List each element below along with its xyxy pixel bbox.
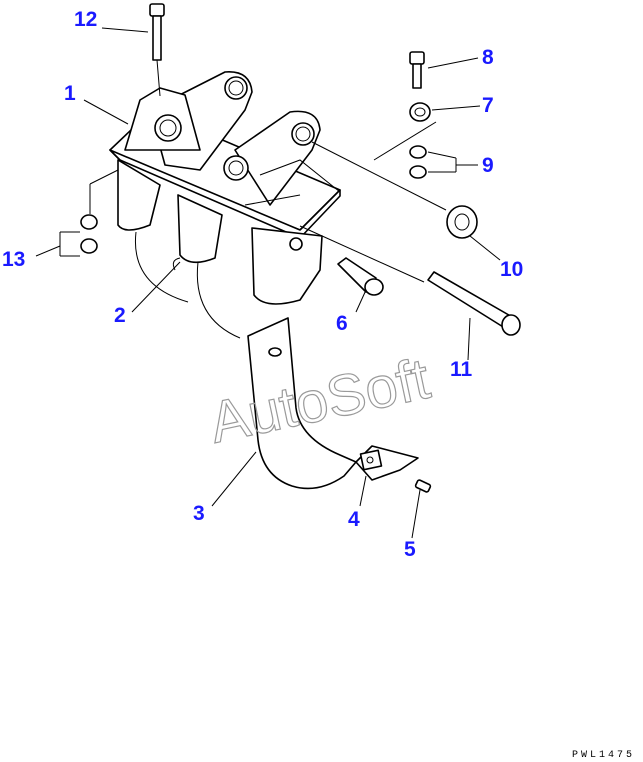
drawing-code: PWL1475 <box>572 750 635 761</box>
watermark-text: AutoSoft <box>204 346 435 456</box>
ripper-frame <box>109 71 341 305</box>
callout-11: 11 <box>450 358 473 381</box>
leader-lines <box>35 27 501 539</box>
tooth-point <box>355 445 419 481</box>
callout-12: 12 <box>74 8 97 31</box>
callout-13: 13 <box>2 248 25 271</box>
callout-labels: 12 1 8 7 9 13 10 2 6 11 3 4 5 <box>2 8 523 561</box>
nut-7 <box>409 102 431 122</box>
callout-6: 6 <box>336 312 348 335</box>
bolt-8 <box>409 51 425 89</box>
callout-2: 2 <box>114 304 126 327</box>
callout-10: 10 <box>500 258 523 281</box>
nuts-9 <box>409 145 427 179</box>
callout-8: 8 <box>482 46 494 69</box>
nuts-13 <box>80 214 98 254</box>
holder-pin <box>337 257 384 296</box>
callout-9: 9 <box>482 154 494 177</box>
shank <box>247 317 357 490</box>
callout-3: 3 <box>193 502 205 525</box>
callout-7: 7 <box>482 94 494 117</box>
long-pin-11 <box>427 271 521 336</box>
callout-4: 4 <box>348 508 360 531</box>
callout-5: 5 <box>404 538 416 561</box>
washer-10 <box>446 205 478 239</box>
bolt-12 <box>149 3 165 97</box>
callout-1: 1 <box>64 82 76 105</box>
tooth-pin <box>414 479 432 493</box>
